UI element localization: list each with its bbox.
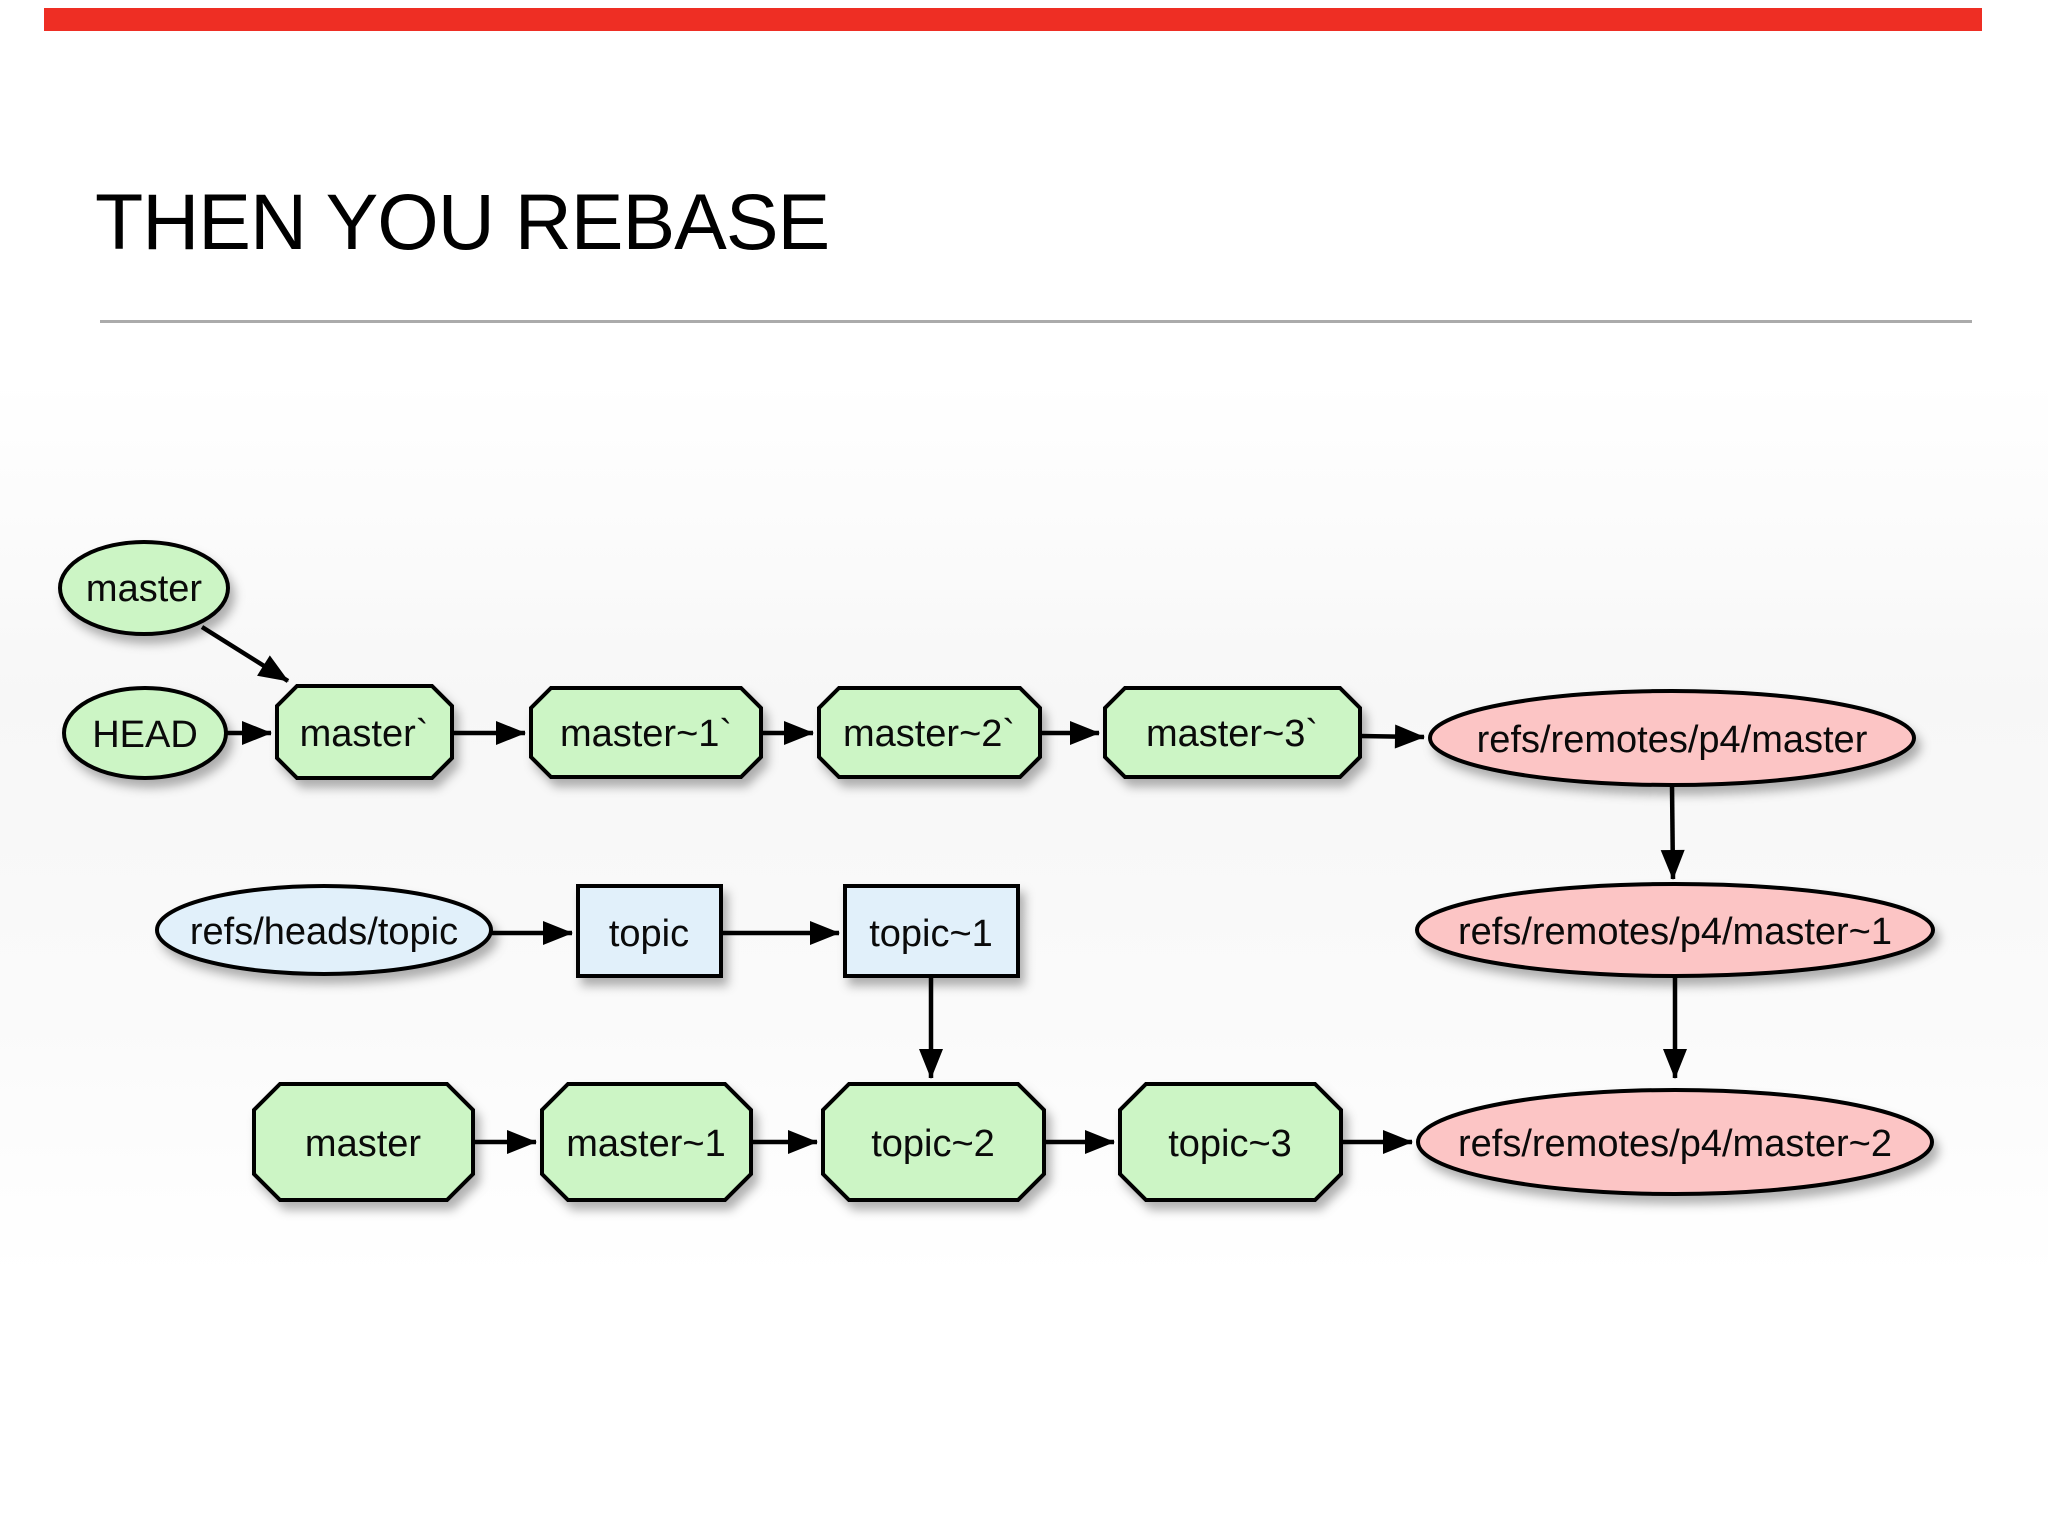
- title-divider: [100, 320, 1972, 323]
- node-master-2-prime: master~2`: [817, 686, 1042, 779]
- node-master-1-bottom-label: master~1: [566, 1123, 725, 1165]
- node-topic: topic: [576, 884, 723, 978]
- node-p4-master-1-label: refs/remotes/p4/master~1: [1458, 911, 1892, 953]
- node-p4-master-shape: [1428, 689, 1916, 787]
- node-master-2-prime-label: master~2`: [843, 713, 1015, 755]
- node-topic-2-shape: [821, 1082, 1046, 1202]
- node-topic-1-shape: [843, 884, 1020, 978]
- node-refs-heads-topic: refs/heads/topic: [155, 884, 493, 976]
- node-topic-1-label: topic~1: [869, 913, 993, 955]
- node-master-bottom-label: master: [305, 1123, 421, 1165]
- node-topic-2: topic~2: [821, 1082, 1046, 1202]
- edges: [200, 625, 1687, 1154]
- node-master-1-prime: master~1`: [529, 686, 763, 779]
- node-p4-master-2: refs/remotes/p4/master~2: [1416, 1088, 1934, 1196]
- arrow-p4-master-to-p4-master-1: [1660, 784, 1685, 880]
- node-master-bottom: master: [252, 1082, 475, 1202]
- node-master-ref-shape: [58, 540, 230, 636]
- node-master-1-prime-shape: [529, 686, 763, 779]
- node-topic-label: topic: [609, 913, 689, 955]
- node-refs-heads-topic-label: refs/heads/topic: [190, 911, 458, 953]
- top-accent-bar: [44, 8, 1982, 31]
- node-master-1-bottom: master~1: [540, 1082, 753, 1202]
- node-topic-3-shape: [1118, 1082, 1343, 1202]
- node-master-2-prime-shape: [817, 686, 1042, 779]
- node-head-ref: HEAD: [62, 686, 228, 780]
- arrow-master-3-prime-to-p4-master: [1359, 724, 1425, 749]
- node-refs-heads-topic-shape: [155, 884, 493, 976]
- nodes: master HEAD master` master~1` master~2` …: [58, 540, 1935, 1202]
- node-head-ref-label: HEAD: [92, 714, 198, 756]
- node-head-ref-shape: [62, 686, 228, 780]
- node-p4-master-1-shape: [1415, 882, 1935, 978]
- node-p4-master-2-shape: [1416, 1088, 1934, 1196]
- node-master-ref-label: master: [86, 568, 202, 610]
- node-master-bottom-shape: [252, 1082, 475, 1202]
- node-p4-master-1: refs/remotes/p4/master~1: [1415, 882, 1935, 978]
- node-master-3-prime-label: master~3`: [1146, 713, 1318, 755]
- arrow-master-to-master-prime: [200, 625, 290, 683]
- node-topic-2-label: topic~2: [871, 1123, 995, 1165]
- node-master-ref: master: [58, 540, 230, 636]
- node-topic-3: topic~3: [1118, 1082, 1343, 1202]
- node-topic-shape: [576, 884, 723, 978]
- node-topic-3-label: topic~3: [1168, 1123, 1292, 1165]
- node-master-prime-shape: [275, 684, 454, 780]
- node-master-prime: master`: [275, 684, 454, 780]
- node-master-3-prime: master~3`: [1103, 686, 1362, 779]
- node-master-prime-label: master`: [300, 713, 429, 755]
- node-master-3-prime-shape: [1103, 686, 1362, 779]
- node-p4-master-label: refs/remotes/p4/master: [1477, 719, 1868, 761]
- node-master-1-prime-label: master~1`: [560, 713, 732, 755]
- node-p4-master: refs/remotes/p4/master: [1428, 689, 1916, 787]
- node-topic-1: topic~1: [843, 884, 1020, 978]
- node-p4-master-2-label: refs/remotes/p4/master~2: [1458, 1123, 1892, 1165]
- node-master-1-bottom-shape: [540, 1082, 753, 1202]
- slide-title: THEN YOU REBASE: [95, 177, 829, 266]
